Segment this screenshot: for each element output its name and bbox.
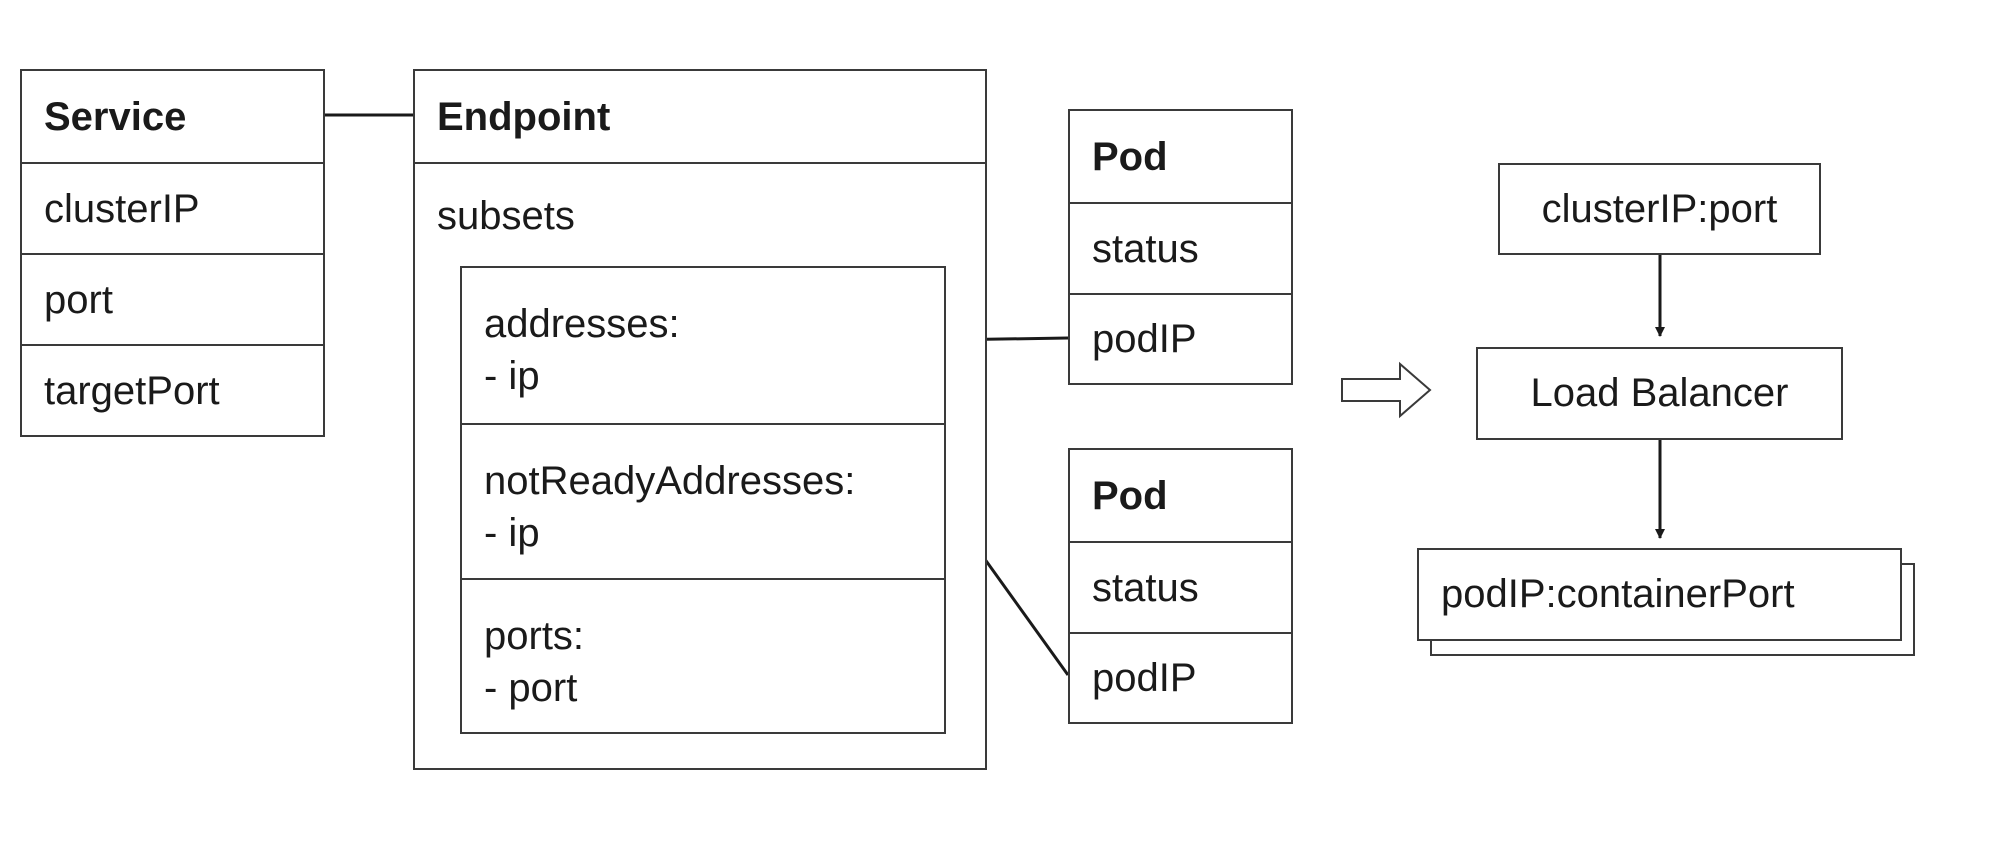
subset-notready-key: notReadyAddresses: <box>484 459 856 503</box>
pod-2-field-podip: podIP <box>1070 632 1291 722</box>
pod-box-1: Pod status podIP <box>1068 109 1293 385</box>
transform-arrow-icon <box>1341 361 1432 419</box>
pod-1-field-podip: podIP <box>1070 293 1291 383</box>
endpoint-box: Endpoint subsets addresses: - ip notRead… <box>413 69 987 770</box>
pod-ip-container-port-box: podIP:containerPort <box>1417 548 1902 641</box>
subset-ports-key: ports: <box>484 614 585 658</box>
pod-1-title: Pod <box>1092 134 1168 179</box>
subset-ports-item: - port <box>484 666 578 710</box>
service-field-clusterip: clusterIP <box>22 162 323 253</box>
pod-box-2: Pod status podIP <box>1068 448 1293 724</box>
endpoint-body: subsets <box>415 162 985 768</box>
subset-addresses: addresses: - ip <box>462 268 944 423</box>
subset-addresses-key: addresses: <box>484 302 680 346</box>
service-box: Service clusterIP port targetPort <box>20 69 325 437</box>
service-title: Service <box>44 94 187 139</box>
subsets-box: addresses: - ip notReadyAddresses: - ip … <box>460 266 946 734</box>
subset-ports: ports: - port <box>462 578 944 732</box>
cluster-ip-port-box: clusterIP:port <box>1498 163 1821 255</box>
pod-2-field-status: status <box>1070 541 1291 632</box>
service-field-port: port <box>22 253 323 344</box>
endpoint-title: Endpoint <box>437 94 611 139</box>
subsets-label: subsets <box>437 194 575 238</box>
service-field-targetport: targetPort <box>22 344 323 435</box>
subset-notready: notReadyAddresses: - ip <box>462 423 944 578</box>
subset-addresses-item: - ip <box>484 354 540 398</box>
pod-1-field-status: status <box>1070 202 1291 293</box>
subset-notready-item: - ip <box>484 511 540 555</box>
pod-2-title: Pod <box>1092 473 1168 518</box>
load-balancer-box: Load Balancer <box>1476 347 1843 440</box>
